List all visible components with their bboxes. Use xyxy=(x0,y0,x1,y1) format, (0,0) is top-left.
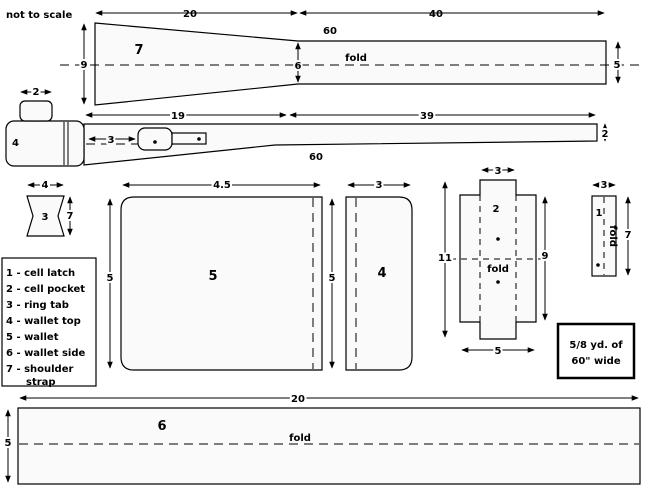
wallet-side-piece: 20 5 6 fold xyxy=(3,392,641,485)
wallet-top-piece: 3 4 xyxy=(345,178,413,371)
wallet-height-right-dim: 5 xyxy=(329,273,336,284)
fabric-note-line1: 5/8 yd. of xyxy=(569,340,623,351)
legend-item: 2 - cell pocket xyxy=(6,284,85,295)
wallet-top-piece-number: 4 xyxy=(377,266,386,281)
legend-item: 1 - cell latch xyxy=(6,268,75,279)
latch-piece-number: 4 xyxy=(12,138,19,149)
legend-item: 4 - wallet top xyxy=(6,316,81,327)
fabric-note-line2: 60" wide xyxy=(571,356,620,367)
wallet-side-piece-number: 6 xyxy=(157,419,166,434)
strap-piece-number: 7 xyxy=(134,43,143,58)
cell-pocket-height-left-dim: 11 xyxy=(438,253,452,264)
ring-tab-piece: 4 3 7 xyxy=(26,178,76,237)
legend-item: 3 - ring tab xyxy=(6,300,69,311)
wallet-side-fold-label: fold xyxy=(289,433,311,444)
ring-tab-width-dim: 4 xyxy=(42,180,49,191)
not-to-scale-note: not to scale xyxy=(6,10,72,21)
latch-straight-dim: 39 xyxy=(420,111,434,122)
strap-taper-dim: 20 xyxy=(183,9,197,20)
cell-latch-piece: 3 1 fold 7 xyxy=(591,178,634,277)
legend-item: 6 - wallet side xyxy=(6,348,85,359)
wallet-piece-number: 5 xyxy=(208,269,217,284)
strap-wide-dim: 9 xyxy=(81,60,88,71)
shoulder-strap-piece: 20 40 60 9 6 5 fold 7 xyxy=(60,9,640,106)
legend-item: 7 - shoulder xyxy=(6,364,74,375)
cell-pocket-fold-label: fold xyxy=(487,264,509,275)
legend-item: 5 - wallet xyxy=(6,332,59,343)
wallet-side-width-dim: 20 xyxy=(291,394,305,405)
strap-mid-dim: 6 xyxy=(295,61,302,72)
strap-straight-dim: 40 xyxy=(429,9,443,20)
latch-strap-piece: 2 4 3 19 39 60 2 xyxy=(5,85,611,167)
cell-pocket-piece: 3 2 fold 11 9 5 xyxy=(436,164,550,359)
cell-pocket-bottom-dim: 5 xyxy=(495,346,502,357)
wallet-width-dim: 4.5 xyxy=(213,180,231,191)
cell-pocket-height-right-dim: 9 xyxy=(542,251,549,262)
cell-latch-width-dim: 3 xyxy=(601,180,608,191)
wallet-top-width-dim: 3 xyxy=(376,180,383,191)
latch-inner-dim: 60 xyxy=(309,152,323,163)
cell-latch-fold-label: fold xyxy=(607,225,618,247)
cell-latch-height-dim: 7 xyxy=(625,230,632,241)
strap-fold-label: fold xyxy=(345,53,367,64)
strap-narrow-dim: 5 xyxy=(614,60,621,71)
wallet-height-left-dim: 5 xyxy=(107,273,114,284)
latch-end-width-dim: 2 xyxy=(602,129,609,140)
fabric-note: 5/8 yd. of 60" wide xyxy=(556,322,636,380)
cell-pocket-piece-number: 2 xyxy=(493,204,500,215)
latch-taper-dim: 19 xyxy=(171,111,185,122)
legend: 1 - cell latch 2 - cell pocket 3 - ring … xyxy=(1,257,97,388)
latch-tab-width-dim: 2 xyxy=(33,87,40,98)
cell-latch-piece-number: 1 xyxy=(596,208,603,219)
ring-tab-length-dim: 3 xyxy=(108,135,115,146)
cell-pocket-top-dim: 3 xyxy=(495,166,502,177)
ring-tab-height-dim: 7 xyxy=(67,211,74,222)
strap-inner-dim: 60 xyxy=(323,26,337,37)
ring-tab-piece-number: 3 xyxy=(42,212,49,223)
wallet-piece: 4.5 5 5 5 xyxy=(105,178,338,371)
legend-item: strap xyxy=(26,377,56,388)
wallet-side-height-dim: 5 xyxy=(5,438,12,449)
